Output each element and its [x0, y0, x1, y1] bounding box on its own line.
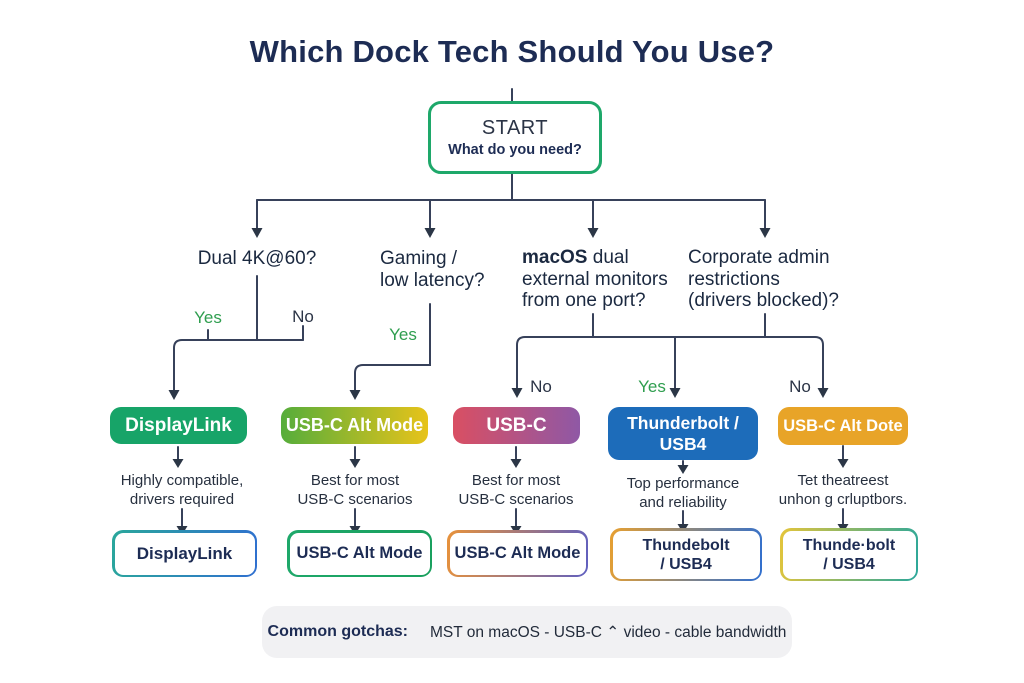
- desc-line: Best for most: [471, 472, 561, 489]
- final-box-label: Thunde·bolt: [802, 536, 896, 554]
- desc-line: unhon g crluptbors.: [778, 491, 908, 508]
- desc-line: USB-C scenarios: [458, 491, 574, 508]
- final-box-label: / USB4: [823, 555, 875, 573]
- final-box-displaylink-inner: DisplayLink: [114, 532, 255, 575]
- result-box-displaylink-label: DisplayLink: [125, 414, 232, 436]
- question-macos-line1: macOS dual: [522, 247, 629, 268]
- final-box-usbc-alt-mode-2-inner: USB-C Alt Mode: [449, 532, 586, 575]
- result-box-thunderbolt: Thunderbolt / USB4: [608, 407, 758, 460]
- desc-line: drivers required: [129, 491, 235, 508]
- final-box-usbc-alt-mode-1: USB-C Alt Mode: [287, 530, 432, 577]
- page-title: Which Dock Tech Should You Use?: [249, 34, 775, 69]
- final-box-thunderbolt-1: Thundebolt / USB4: [610, 528, 762, 581]
- gotchas-bar: Common gotchas: MST on macOS - USB-C ⌃ v…: [262, 606, 792, 658]
- start-node: START What do you need?: [428, 101, 602, 174]
- result-desc-usbc-alt-dote: Tet theatreest unhon g crluptbors.: [779, 471, 907, 509]
- question-dual-4k: Dual 4K@60?: [197, 248, 317, 269]
- start-label: START: [481, 117, 549, 139]
- result-desc-thunderbolt: Top performance and reliability: [627, 474, 740, 512]
- question-corporate-line2: restrictions: [688, 268, 780, 290]
- question-macos-line3: from one port?: [522, 290, 646, 311]
- gotchas-text: MST on macOS - USB-C ⌃ video - cable ban…: [430, 623, 787, 641]
- result-box-thunderbolt-label-line2: USB4: [659, 433, 707, 454]
- desc-line: and reliability: [639, 494, 727, 511]
- desc-line: Top performance: [626, 475, 740, 492]
- question-gaming: Gaming / low latency?: [380, 248, 485, 292]
- branch-label-q4-no: No: [789, 377, 811, 396]
- final-box-thunderbolt-2: Thunde·bolt / USB4: [780, 528, 918, 581]
- result-box-usbc-alt-dote-label: USB-C Alt Dote: [783, 416, 903, 435]
- result-box-usbc-alt-mode: USB-C Alt Mode: [281, 407, 428, 444]
- question-corporate-line1: Corporate admin: [688, 247, 830, 268]
- question-macos-line2: external monitors: [522, 268, 668, 290]
- branch-label-q1-no: No: [292, 307, 314, 326]
- start-sublabel: What do you need?: [448, 142, 582, 158]
- result-desc-displaylink: Highly compatible, drivers required: [121, 471, 244, 509]
- final-box-usbc-alt-mode-1-inner: USB-C Alt Mode: [289, 532, 430, 575]
- desc-line: USB-C scenarios: [297, 491, 413, 508]
- desc-line: Highly compatible,: [120, 472, 244, 489]
- final-box-displaylink: DisplayLink: [112, 530, 257, 577]
- final-box-thunderbolt-2-inner: Thunde·bolt / USB4: [782, 530, 916, 579]
- branch-label-q2-yes: Yes: [389, 325, 417, 344]
- final-box-label: USB-C Alt Mode: [296, 544, 423, 562]
- result-box-displaylink: DisplayLink: [110, 407, 247, 444]
- question-macos-monitors: macOS dual external monitors from one po…: [522, 247, 668, 312]
- final-box-thunderbolt-1-inner: Thundebolt / USB4: [612, 530, 760, 579]
- result-box-thunderbolt-label-line1: Thunderbolt /: [627, 412, 739, 433]
- final-box-label: USB-C Alt Mode: [454, 544, 581, 562]
- final-box-usbc-alt-mode-2: USB-C Alt Mode: [447, 530, 588, 577]
- result-desc-usbc: Best for most USB-C scenarios: [458, 471, 573, 509]
- gotchas-label: Common gotchas:: [267, 623, 408, 640]
- result-box-usbc: USB-C: [453, 407, 580, 444]
- branch-label-q3-yes: Yes: [638, 377, 666, 396]
- final-box-label: Thundebolt: [642, 536, 730, 554]
- final-box-label: / USB4: [660, 555, 712, 573]
- branch-label-q1-yes: Yes: [194, 308, 222, 327]
- question-gaming-line2: low latency?: [380, 270, 485, 291]
- final-box-label: DisplayLink: [136, 543, 233, 563]
- result-desc-usbc-alt-mode: Best for most USB-C scenarios: [297, 471, 412, 509]
- question-corporate-line3: (drivers blocked)?: [688, 290, 839, 311]
- result-box-usbc-alt-mode-label: USB-C Alt Mode: [285, 415, 424, 435]
- result-box-usbc-label: USB-C: [486, 414, 547, 436]
- branch-label-q3-no: No: [530, 377, 552, 396]
- question-gaming-line1: Gaming /: [380, 248, 458, 269]
- question-corporate-restrictions: Corporate admin restrictions (drivers bl…: [688, 247, 839, 312]
- desc-line: Best for most: [310, 472, 400, 489]
- desc-line: Tet theatreest: [797, 472, 889, 489]
- result-box-usbc-alt-dote: USB-C Alt Dote: [778, 407, 908, 445]
